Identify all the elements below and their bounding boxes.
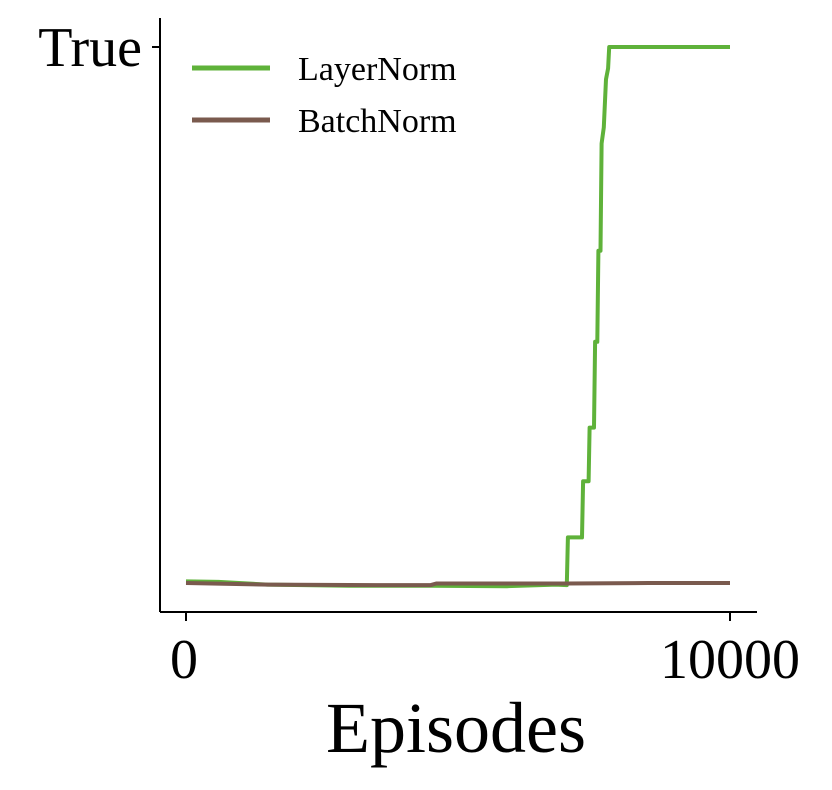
legend-label-layernorm: LayerNorm bbox=[298, 51, 457, 88]
x-tick-label-0: 0 bbox=[170, 629, 198, 691]
y-tick-label-true: True bbox=[38, 17, 142, 79]
y-axis: True bbox=[38, 17, 161, 612]
x-tick-label-10000: 10000 bbox=[660, 629, 800, 691]
series-layer bbox=[185, 45, 730, 589]
x-axis-label: Episodes bbox=[326, 688, 586, 768]
legend-label-batchnorm: BatchNorm bbox=[298, 103, 457, 140]
series-line-layernorm bbox=[185, 45, 730, 589]
x-axis: 0 10000 Episodes bbox=[160, 611, 800, 768]
series-line-batchnorm bbox=[185, 581, 730, 588]
legend: LayerNorm BatchNorm bbox=[192, 51, 457, 140]
